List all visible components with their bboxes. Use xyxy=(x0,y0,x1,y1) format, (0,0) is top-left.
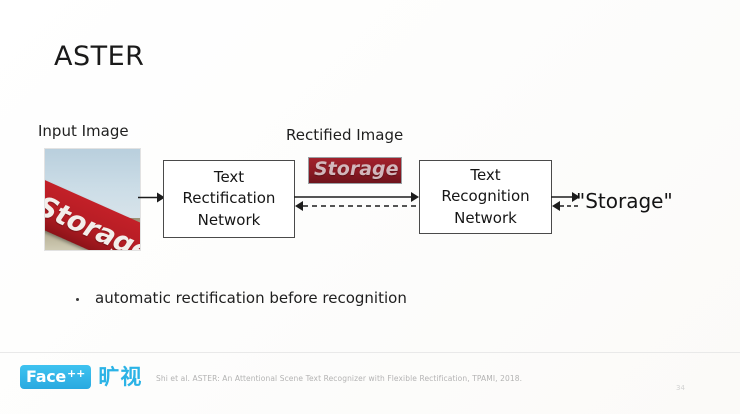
face-plus-plus-logo: Face ++ 旷视 xyxy=(20,364,142,390)
arrow-group-between-networks xyxy=(294,192,419,211)
rectified-image-photo: Storage xyxy=(308,157,402,184)
box-rectification-line2: Rectification xyxy=(182,189,276,208)
box-rectification-line1: Text xyxy=(213,168,245,187)
box-rectification-line3: Network xyxy=(197,210,261,229)
box-recognition-line1: Text xyxy=(470,166,501,185)
input-image-label: Input Image xyxy=(38,122,129,140)
rectified-photo-sign-text: Storage xyxy=(314,158,399,180)
bullet-dot-icon xyxy=(76,298,79,301)
text-rectification-network-box[interactable]: Text Rectification Network xyxy=(163,160,295,238)
bullet-list-item: automatic rectification before recogniti… xyxy=(76,289,407,307)
logo-chinese-text: 旷视 xyxy=(98,364,143,389)
box-recognition-line2: Recognition xyxy=(441,187,530,206)
text-recognition-network-box[interactable]: Text Recognition Network xyxy=(419,160,552,234)
page-title: ASTER xyxy=(54,41,145,72)
arrow-input-to-rectification xyxy=(138,192,165,203)
rectified-photo-fill xyxy=(309,158,401,183)
logo-badge: Face ++ xyxy=(20,365,92,389)
bullet-item-label: automatic rectification before recogniti… xyxy=(95,289,407,307)
input-image-photo: Storage xyxy=(45,149,140,250)
box-recognition-line3: Network xyxy=(454,208,517,227)
logo-badge-text: Face xyxy=(26,367,66,386)
page-number: 34 xyxy=(676,384,685,392)
arrow-group-recognition-to-output xyxy=(551,192,580,211)
footer-divider xyxy=(0,352,740,353)
rectified-image-label: Rectified Image xyxy=(286,126,404,144)
logo-badge-superscript: ++ xyxy=(66,367,86,380)
output-text: "Storage" xyxy=(576,189,673,213)
citation-text: Shi et al. ASTER: An Attentional Scene T… xyxy=(156,374,523,383)
